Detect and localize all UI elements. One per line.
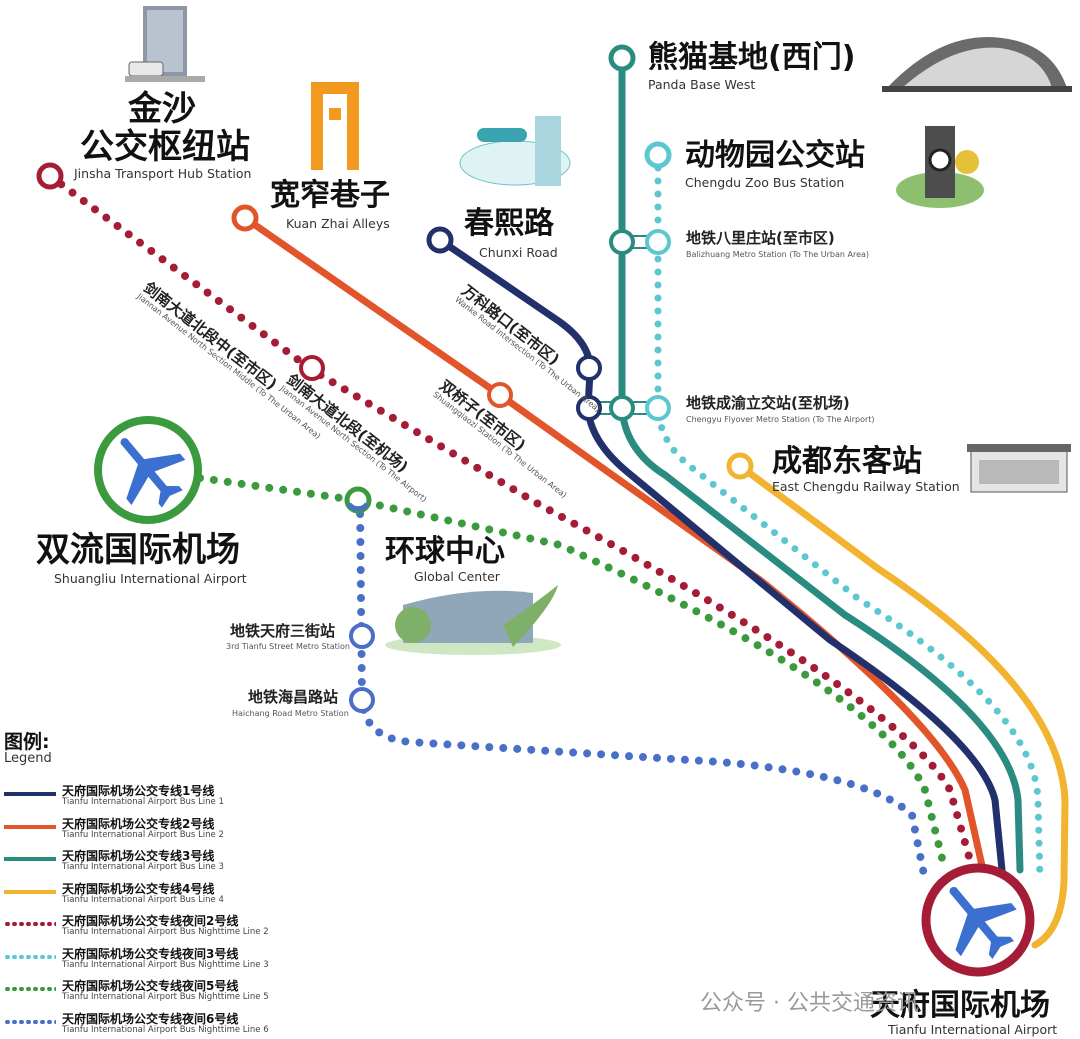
bus-line-3 <box>618 54 1024 874</box>
chengyu-label: 地铁成渝立交站(至机场) <box>686 394 850 412</box>
panda-label-en: Panda Base West <box>648 77 756 92</box>
legend-item-label: 天府国际机场公交专线4号线 <box>62 881 215 896</box>
shuangliu-airport-marker[interactable] <box>94 416 202 524</box>
station-marker-balizhuang-3[interactable] <box>609 229 635 255</box>
station-marker-jiannan[interactable] <box>299 355 325 381</box>
panda-label: 熊猫基地(西门) <box>648 40 856 75</box>
kuanzhai-label-en: Kuan Zhai Alleys <box>286 216 390 231</box>
zoo-label: 动物园公交站 <box>685 138 865 173</box>
chunxi-illustration <box>459 116 571 186</box>
station-marker-zoo[interactable] <box>644 141 672 169</box>
legend-swatch <box>4 889 56 894</box>
tianfu-airport-label: 天府国际机场 <box>870 988 1050 1023</box>
legend-swatch <box>4 954 56 959</box>
station-marker-east-chengdu[interactable] <box>726 452 754 480</box>
station-marker-chengyu-night3[interactable] <box>645 395 671 421</box>
bus-line-1 <box>436 236 1006 874</box>
legend-item-label-en: Tianfu International Airport Bus Nightti… <box>62 959 269 970</box>
legend-item-label-en: Tianfu International Airport Bus Line 1 <box>62 797 224 807</box>
night-line-5 <box>196 474 949 874</box>
night-line-2 <box>46 172 974 864</box>
legend-item-label: 天府国际机场公交专线夜间5号线 <box>62 979 239 993</box>
station-marker-haichang[interactable] <box>349 687 375 713</box>
legend-item-label-en: Tianfu International Airport Bus Line 3 <box>62 862 224 872</box>
legend-swatch <box>4 1019 56 1024</box>
global-center-label: 环球中心 <box>385 534 505 569</box>
legend-item-label-en: Tianfu International Airport Bus Nightti… <box>62 927 269 937</box>
chunxi-label: 春熙路 <box>464 206 554 241</box>
east-chengdu-label: 成都东客站 <box>772 444 922 479</box>
legend-swatch <box>4 824 56 829</box>
jinsha-label-en: Jinsha Transport Hub Station <box>74 166 252 181</box>
station-marker-kuanzhai[interactable] <box>231 204 259 232</box>
tianfu-airport-marker[interactable] <box>921 863 1035 977</box>
station-marker-shuangqiao[interactable] <box>487 382 513 408</box>
station-marker-jinsha[interactable] <box>36 162 64 190</box>
legend-item-label: 天府国际机场公交专线夜间3号线 <box>62 946 239 961</box>
bus-line-4 <box>736 462 1069 949</box>
station-marker-tianfu3[interactable] <box>349 623 375 649</box>
legend-item-label: 天府国际机场公交专线夜间2号线 <box>62 914 239 928</box>
jinsha-label-line2: 公交枢纽站 <box>80 127 250 167</box>
east-chengdu-label-en: East Chengdu Railway Station <box>772 479 960 494</box>
legend-subtitle: Legend <box>4 751 52 766</box>
tianfu-airport-label-en: Tianfu International Airport <box>888 1022 1058 1037</box>
station-marker-wanke[interactable] <box>576 355 602 381</box>
shuangliu-label: 双流国际机场 <box>36 530 240 570</box>
chunxi-label-en: Chunxi Road <box>479 245 558 260</box>
balizhuang-label-en: Balizhuang Metro Station (To The Urban A… <box>686 250 870 259</box>
zoo-illustration <box>896 126 984 208</box>
legend-item-label-en: Tianfu International Airport Bus Nightti… <box>62 992 269 1002</box>
station-marker-chengyu-1[interactable] <box>576 395 602 421</box>
airplane-icon <box>120 438 186 508</box>
kuanzhai-label: 宽窄巷子 <box>270 178 390 213</box>
airplane-icon <box>949 887 1017 960</box>
watermark: 公众号 · 公共交通资讯 <box>700 991 919 1016</box>
station-marker-global-center-night6 <box>346 502 370 512</box>
legend-item-label-en: Tianfu International Airport Bus Nightti… <box>62 1024 269 1035</box>
legend-swatch <box>4 857 56 861</box>
zoo-label-en: Chengdu Zoo Bus Station <box>685 175 845 190</box>
station-marker-chunxi[interactable] <box>426 226 454 254</box>
station-marker-panda[interactable] <box>608 44 636 72</box>
legend-item-label-en: Tianfu International Airport Bus Line 2 <box>62 829 224 840</box>
legend-item-label: 天府国际机场公交专线1号线 <box>62 784 215 798</box>
tianfu3-label: 地铁天府三街站 <box>230 622 336 640</box>
night-line-6 <box>356 496 929 884</box>
haichang-label-en: Haichang Road Metro Station <box>232 709 349 718</box>
jinsha-building-illustration <box>125 6 205 82</box>
tianfu3-label-en: 3rd Tianfu Street Metro Station <box>226 642 350 651</box>
balizhuang-label: 地铁八里庄站(至市区) <box>686 229 835 247</box>
haichang-label: 地铁海昌路站 <box>248 688 339 706</box>
global-center-illustration <box>385 585 561 655</box>
chengyu-label-en: Chengyu Flyover Metro Station (To The Ai… <box>686 415 875 424</box>
legend-swatch <box>4 922 56 926</box>
jinsha-label-line1: 金沙 <box>128 89 196 129</box>
kuanzhai-gate-illustration <box>311 82 359 170</box>
global-center-label-en: Global Center <box>414 569 500 584</box>
legend-item-label: 天府国际机场公交专线3号线 <box>62 849 215 863</box>
shuangliu-label-en: Shuangliu International Airport <box>54 571 247 586</box>
station-marker-chengyu-3[interactable] <box>609 395 635 421</box>
legend-item-label-en: Tianfu International Airport Bus Line 4 <box>62 894 224 905</box>
station-marker-balizhuang-night3[interactable] <box>645 229 671 255</box>
east-chengdu-station-illustration <box>967 444 1071 493</box>
legend-swatch <box>4 792 56 796</box>
night-line-3 <box>654 151 1044 884</box>
legend-item-label: 天府国际机场公交专线夜间6号线 <box>62 1011 239 1026</box>
legend-title: 图例: <box>4 731 50 753</box>
legend-item-label: 天府国际机场公交专线2号线 <box>62 816 215 831</box>
panda-base-illustration <box>882 37 1072 92</box>
legend-swatch <box>4 987 56 991</box>
